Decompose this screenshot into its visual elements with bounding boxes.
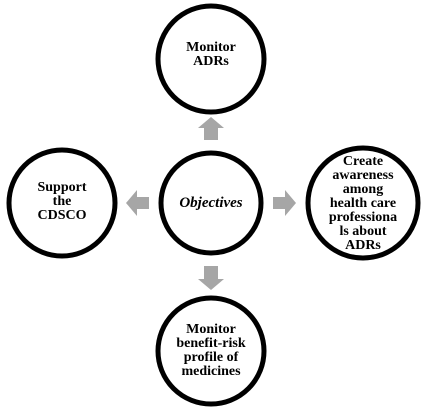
right-circle <box>305 145 421 261</box>
bottom-circle <box>155 295 267 407</box>
bottom-label: Monitor benefit-risk profile of medicine… <box>176 322 246 379</box>
top-circle <box>155 3 267 115</box>
left-label: Support the CDSCO <box>37 180 87 223</box>
right-label: Create awareness among health care profe… <box>328 154 398 253</box>
left-circle <box>6 147 118 259</box>
center-circle <box>158 150 264 256</box>
arrow-right-icon <box>273 190 296 216</box>
arrow-down-icon <box>198 266 224 290</box>
arrow-up-icon <box>198 117 224 140</box>
center-label: Objectives <box>179 194 243 211</box>
top-label: Monitor ADRs <box>186 40 236 69</box>
arrow-left-icon <box>126 190 149 216</box>
